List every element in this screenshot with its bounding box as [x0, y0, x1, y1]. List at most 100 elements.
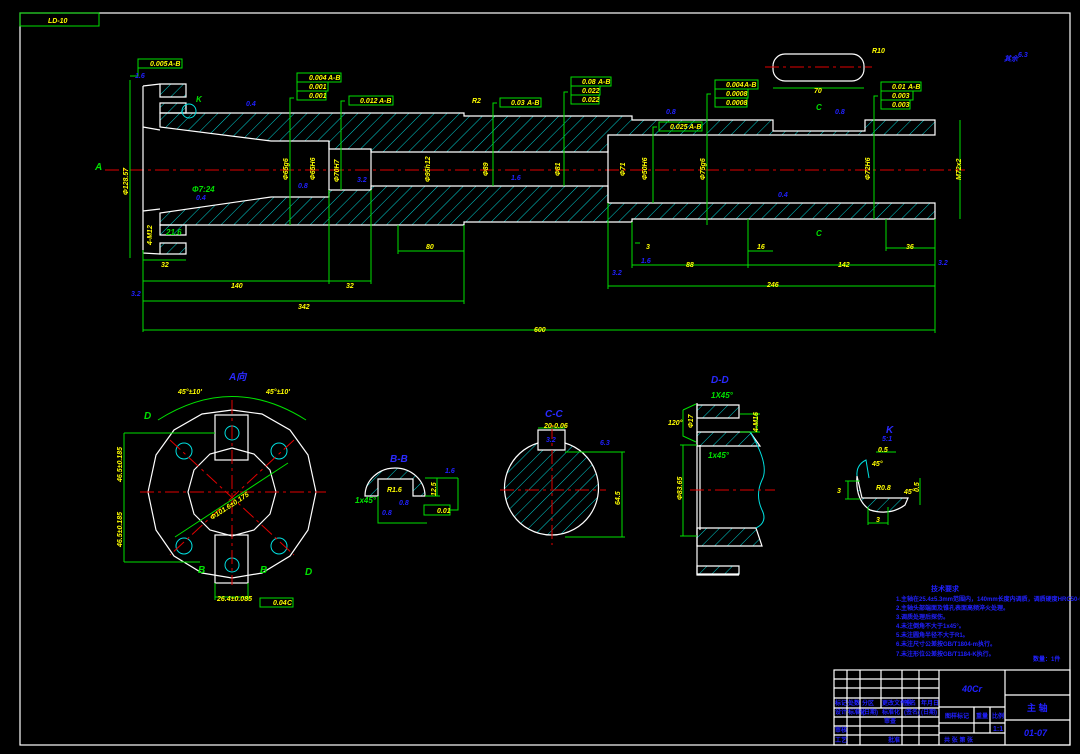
main_view-fcf-4-tol3-text: 0.022: [582, 97, 600, 104]
title_block-material-text: 40Cr: [961, 684, 983, 694]
main_view-dims-d3-text: 3: [646, 244, 650, 251]
main_view-diams-a-text: Φ128.57: [123, 167, 130, 195]
view_cc-ra2-text: 6.3: [600, 440, 610, 447]
view_cc-title-text: C-C: [545, 409, 564, 420]
main_view-ra-2-text: 0.4: [196, 195, 206, 202]
view_cc-h-text: 64.5: [615, 491, 622, 505]
flange-bot-lower: [159, 242, 187, 255]
view_dd-ang-text: 120°: [668, 419, 683, 427]
main_view-dims-d32a-text: 32: [161, 262, 169, 269]
main_view-labels-c2-text: C: [816, 229, 822, 238]
main_view-dims-d140-text: 140: [231, 283, 243, 290]
view_k-a-text: 0.5: [878, 447, 888, 454]
main_view-ra-0-text: 1.6: [135, 73, 145, 80]
main_view-diams-g-text: Φ81: [555, 162, 562, 176]
title_block-r2-0-text: 设计: [835, 708, 847, 716]
view_dd-ch2-text: 1x45°: [708, 451, 730, 460]
view_a-sym_tol-text: 0.04: [273, 600, 287, 607]
main_view-labels-c1-text: C: [816, 103, 822, 112]
view_bb-ra2-text: 0.8: [382, 510, 392, 517]
view_a-title-text: A向: [228, 371, 247, 383]
main_view-fcf-7-tol2-text: 0.003: [892, 93, 910, 100]
tech-lines-3-text: 4.未注倒角不大于1x45°。: [896, 622, 965, 630]
main_view-dims-d88-text: 88: [686, 262, 694, 269]
view_bb-r-text: R1.6: [387, 487, 402, 494]
flange-bot-upper: [159, 224, 187, 236]
main_view-diams-h-text: Φ71: [620, 162, 627, 176]
main_view-ra-1-text: 0.4: [246, 101, 256, 108]
title_block-r1-1-text: 处数: [847, 699, 861, 707]
view_bb-h-text: 12.5: [431, 482, 438, 496]
main_view-diams-j-text: Φ75g6: [700, 158, 707, 180]
view_bb-ch-text: 1x45°: [355, 496, 377, 505]
main_view-ra-5-text: 1.6: [511, 175, 521, 182]
tech-title-text: 技术要求: [931, 584, 960, 593]
main_view-fcf-4-datum-text: A-B: [597, 79, 610, 86]
view_a-h1-text: 46.5±0.185: [117, 447, 124, 483]
title_block-process-text: 工艺: [835, 736, 847, 744]
view_cc-w-text: 20-0.06: [543, 423, 568, 430]
view_a-ang1-text: 45°±10': [177, 388, 202, 396]
main_view-ra-12-text: 3.2: [938, 260, 948, 267]
view_dd-d2-text: Φ83.65: [677, 477, 684, 500]
view_k-f-text: 3: [876, 517, 880, 524]
main_view-dims-d600-text: 600: [534, 327, 546, 334]
main_view-thread-text: 4-M12: [147, 225, 154, 246]
main_view-fcf-5-datum-text: A-B: [688, 124, 701, 131]
title_block-code-text: 01-07: [1024, 728, 1048, 738]
title_block-scale_label-text: 比例: [992, 712, 1004, 720]
tech-lines-4-text: 5.未注圆角半径不大于R1。: [896, 631, 969, 639]
main_view-fcf-1-tol2-text: 0.001: [309, 84, 327, 91]
main_view-fcf-4-tol2-text: 0.022: [582, 88, 600, 95]
main_view-ra-9-text: 3.2: [131, 291, 141, 298]
title_block-r1-4-text: 签名: [903, 699, 916, 707]
main_view-dims-d80-text: 80: [426, 244, 434, 251]
tech-lines-6-text: 7.未注形位公差按GB/T1184-K执行。: [896, 650, 995, 658]
view_k-title-text: K: [886, 425, 894, 436]
main_view-fcf-3-tol-text: 0.03: [511, 100, 525, 107]
view_bb-title-text: B-B: [390, 454, 408, 465]
code-box: [19, 12, 100, 27]
code-box-label: LD-10: [48, 18, 68, 25]
view-a: A向 45°±10' 45°±10' D D 46.5±0.185 46.5±0…: [117, 371, 326, 608]
flange-top-upper: [159, 83, 187, 98]
title_block-r1-2-text: 分区: [862, 699, 874, 707]
technical-requirements: 技术要求 1.主轴在25.4±5.3mm范围内，140mm长度内调质，调质硬度H…: [896, 584, 1080, 663]
main_view-diams-d-text: Φ70H7: [334, 158, 341, 182]
view_a-b2-text: B: [260, 565, 267, 576]
main_view-dims-d70-text: 70: [814, 88, 822, 95]
title_block-r2-1-text: 标准化: [847, 708, 866, 716]
tech-lines-0-text: 1.主轴在25.4±5.3mm范围内，140mm长度内调质，调质硬度HRC50-…: [896, 595, 1080, 603]
title_block-r2-4-text: (签名): [904, 708, 920, 716]
main_view-fcf-7-tol3-text: 0.003: [892, 102, 910, 109]
main_view-ra-4-text: 3.2: [357, 177, 367, 184]
main_view-fcf-7-tol-text: 0.01: [892, 84, 906, 91]
main_view-diams-i-text: Φ50H6: [642, 157, 649, 180]
title_block-approve-text: 批准: [888, 736, 900, 744]
main_view-fcf-0-datum-text: A-B: [167, 61, 180, 68]
main_view-depth-text: 21.6: [165, 228, 182, 237]
title_block-r1-3-text: 更改文件号: [882, 699, 912, 707]
main-section-view: [105, 53, 965, 333]
view-c-c: C-C 20-0.06 3.2 6.3 64.5: [500, 409, 625, 545]
view_dd-title-text: D-D: [711, 375, 729, 386]
main_view-fcf-6-tol-text: 0.004: [726, 82, 744, 89]
main_view-diams-e-text: Φ95h12: [425, 156, 432, 182]
main_view-dims-d36-text: 36: [906, 244, 914, 251]
view_bb-tol-text: 0.01: [437, 508, 451, 515]
view_a-b1-text: B: [198, 565, 205, 576]
main_view-dims-d142-text: 142: [838, 262, 850, 269]
title_block-check-text: 审查: [884, 717, 896, 725]
title_block-name-text: 主 轴: [1027, 702, 1048, 713]
main_view-diams-c-text: Φ65H6: [310, 157, 317, 180]
main_view-fcf-3-datum-text: A-B: [526, 100, 539, 107]
rest-roughness-label: 其余: [1004, 54, 1020, 63]
main_view-dims-d32b-text: 32: [346, 283, 354, 290]
main_view-fcf-2-datum-text: A-B: [378, 98, 391, 105]
main_view-ra-11-text: 1.6: [641, 258, 651, 265]
main_view-fcf-6-tol3-text: 0.0008: [726, 100, 748, 107]
